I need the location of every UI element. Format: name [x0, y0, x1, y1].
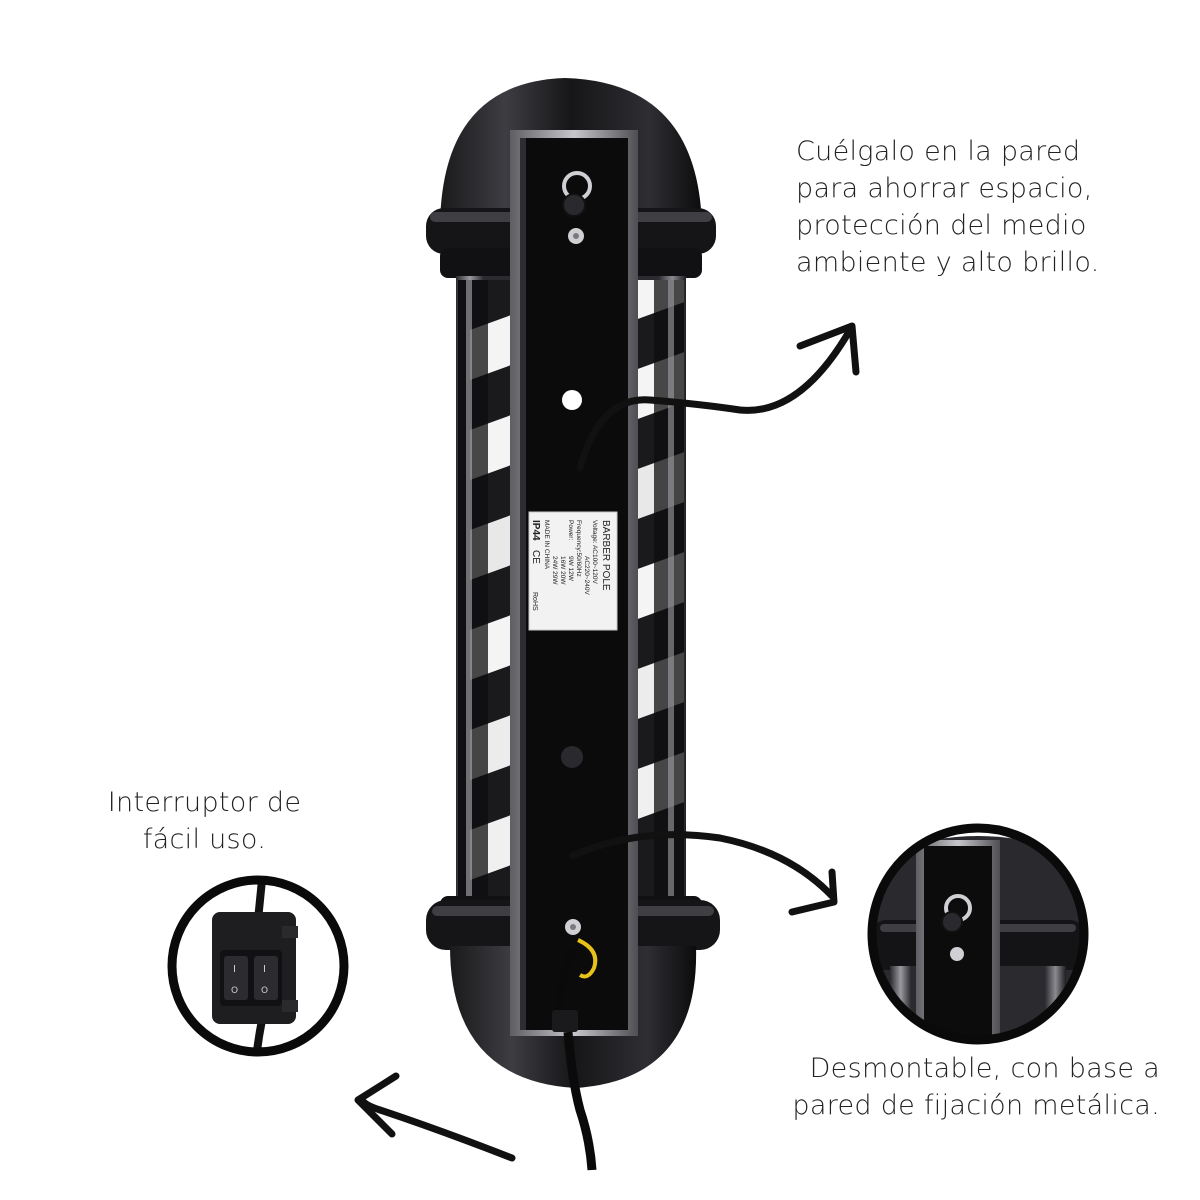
- switch-right-on-mark: I: [263, 964, 266, 975]
- label-power-row3: 24W 29W: [551, 556, 558, 585]
- label-power: Power:: [567, 520, 574, 540]
- switch-right-off-mark: O: [261, 986, 268, 996]
- arrow-to-wall-mount: [576, 326, 854, 472]
- ground-wire: [577, 938, 598, 979]
- power-cable: [563, 1031, 597, 1171]
- callout-wall-mount: Cuélgalo en la pared para ahorrar espaci…: [796, 133, 1100, 281]
- callout-switch-line: Interruptor de: [107, 787, 302, 818]
- callout-detachable: Desmontable, con base a pared de fijació…: [790, 1050, 1160, 1124]
- switch-left-toggle: [224, 956, 248, 1000]
- label-voltage: Voltage: AC100~120V: [591, 520, 598, 584]
- label-origin: MADE IN CHINA: [543, 520, 550, 570]
- mount-hole-bottom: [561, 746, 583, 768]
- switch-right-toggle: [254, 956, 278, 1000]
- label-title: BARBER POLE: [600, 520, 611, 591]
- callout-switch: Interruptor de fácil uso.: [92, 784, 317, 858]
- callout-wall-mount-line: protección del medio: [796, 210, 1087, 241]
- label-frequency: Frequency:50/60Hz: [575, 520, 582, 577]
- switch-left-off-mark: O: [231, 986, 238, 996]
- switch-left-on-mark: I: [233, 964, 236, 975]
- label-power-row2: 16W 20W: [559, 556, 566, 585]
- label-power-row1: 9W 12W: [567, 556, 574, 582]
- callout-detachable-line: Desmontable, con base a: [809, 1053, 1160, 1084]
- callout-wall-mount-line: Cuélgalo en la pared: [796, 136, 1081, 167]
- label-voltage-alt: AC220~240V: [583, 556, 590, 596]
- mount-hole-top: [562, 390, 582, 410]
- arrows: [354, 322, 860, 1162]
- callout-wall-mount-line: para ahorrar espacio,: [796, 173, 1093, 204]
- barber-pole: BARBER POLE Voltage: AC100~120V AC220~24…: [426, 78, 720, 1171]
- callout-wall-mount-line: ambiente y alto brillo.: [796, 247, 1100, 278]
- label-rohs: RoHS: [531, 592, 538, 611]
- callout-detachable-line: pared de fijación metálica.: [792, 1090, 1160, 1121]
- detail-circle-switch: I O I O: [167, 875, 349, 1057]
- label-rating: IP44: [530, 520, 541, 541]
- detail-circle-mount: [867, 823, 1089, 1045]
- label-cert: CE: [530, 550, 541, 564]
- product-label: BARBER POLE Voltage: AC100~120V AC220~24…: [528, 511, 618, 631]
- callout-switch-line: fácil uso.: [142, 824, 267, 855]
- arrow-to-detail-circle: [568, 831, 836, 900]
